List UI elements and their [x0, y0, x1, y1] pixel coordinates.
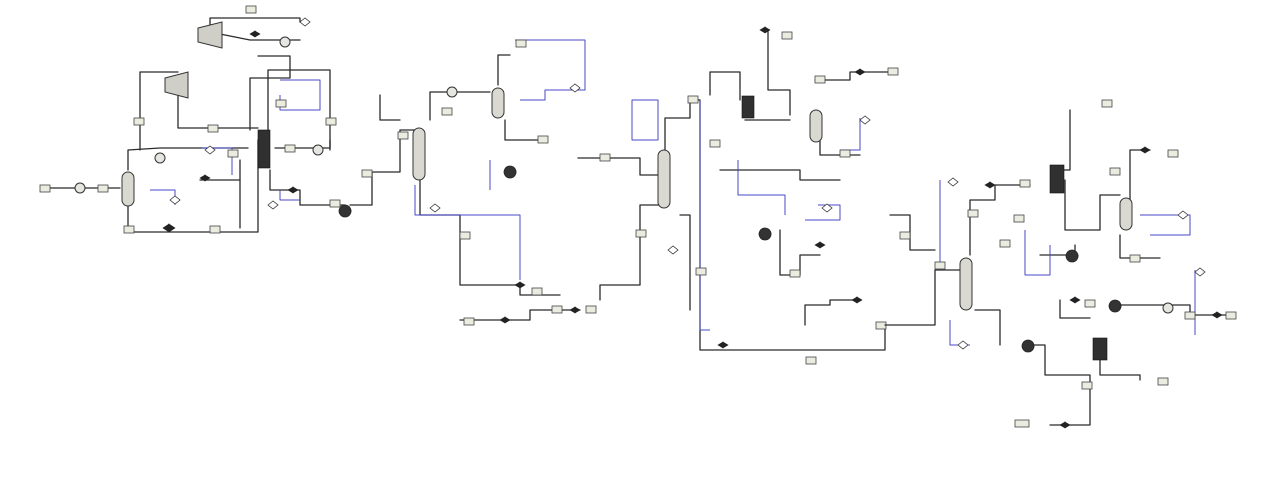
process-line — [664, 99, 701, 151]
control-valve[interactable] — [162, 30, 299, 233]
process-line — [1129, 149, 1151, 201]
signal-line — [1140, 214, 1191, 236]
process-line — [1059, 109, 1071, 171]
signal-line — [949, 320, 970, 346]
process-line — [709, 71, 741, 101]
heat-exchanger-block[interactable] — [257, 129, 271, 169]
process-line — [249, 55, 291, 131]
signal-line — [279, 190, 300, 201]
process-line — [884, 269, 961, 326]
process-line — [974, 309, 1001, 346]
process-line — [379, 94, 401, 121]
process-line — [779, 229, 821, 276]
separator-vessel[interactable] — [121, 171, 135, 207]
signal-line — [515, 39, 586, 101]
controller[interactable] — [169, 17, 311, 210]
signal-line — [699, 100, 710, 331]
process-line — [889, 214, 936, 251]
stream-tag — [599, 31, 899, 365]
section-1 — [39, 5, 352, 234]
control-valve[interactable] — [499, 281, 581, 324]
process-line — [1064, 179, 1121, 231]
process-line — [269, 169, 346, 206]
signal-line — [805, 204, 841, 221]
stream-tag — [39, 5, 341, 234]
controller[interactable] — [667, 115, 871, 255]
signal-line — [840, 118, 861, 151]
process-line — [1029, 344, 1091, 426]
control-valve[interactable] — [717, 26, 866, 349]
process-line — [969, 184, 1031, 256]
pump[interactable] — [1021, 339, 1035, 353]
compressor[interactable] — [164, 71, 189, 99]
process-line — [1119, 234, 1161, 259]
process-line — [679, 214, 691, 311]
reflux-drum[interactable] — [491, 87, 505, 119]
heat-exchanger[interactable] — [1162, 302, 1174, 314]
pump[interactable] — [1065, 249, 1079, 263]
process-line — [349, 129, 416, 206]
signal-line — [202, 147, 233, 175]
distillation-column[interactable] — [959, 257, 973, 311]
process-line — [577, 157, 661, 176]
signal-line — [737, 160, 786, 215]
stream-tag — [361, 39, 597, 326]
control-valve[interactable] — [984, 146, 1223, 429]
heat-exchanger[interactable] — [446, 86, 458, 98]
heat-exchanger-block[interactable] — [1049, 164, 1065, 194]
pump[interactable] — [503, 165, 517, 179]
process-line — [1117, 304, 1231, 316]
heat-exchanger-block[interactable] — [1092, 337, 1108, 361]
section-4 — [884, 99, 1237, 429]
process-line — [767, 29, 791, 116]
reflux-drum[interactable] — [1119, 197, 1133, 231]
process-line — [177, 89, 259, 129]
distillation-column[interactable] — [412, 127, 426, 181]
signal-line — [631, 99, 659, 141]
section-2 — [349, 39, 597, 326]
controller[interactable] — [947, 177, 1206, 350]
process-line — [504, 119, 546, 141]
process-line — [267, 69, 331, 151]
signal-line — [414, 185, 521, 280]
compressor[interactable] — [197, 21, 223, 49]
distillation-column[interactable] — [657, 149, 671, 209]
flash-drum[interactable] — [809, 109, 823, 143]
signal-line — [150, 189, 176, 205]
process-line — [429, 91, 491, 121]
process-line — [419, 179, 561, 296]
pump[interactable] — [758, 227, 772, 241]
signal-line — [1024, 230, 1051, 276]
process-line — [599, 204, 661, 301]
controller[interactable] — [429, 83, 581, 213]
pump[interactable] — [1108, 299, 1122, 313]
stream-tag — [899, 99, 1237, 428]
process-line — [1059, 299, 1091, 319]
pump[interactable] — [338, 204, 352, 218]
process-line — [814, 71, 891, 81]
process-line — [127, 139, 259, 233]
heat-exchanger-block[interactable] — [741, 95, 755, 119]
section-3 — [577, 26, 899, 365]
process-line — [497, 54, 511, 86]
process-line — [699, 99, 886, 351]
process-line — [719, 169, 841, 181]
heat-exchanger[interactable] — [74, 36, 324, 194]
process-line — [804, 299, 856, 326]
